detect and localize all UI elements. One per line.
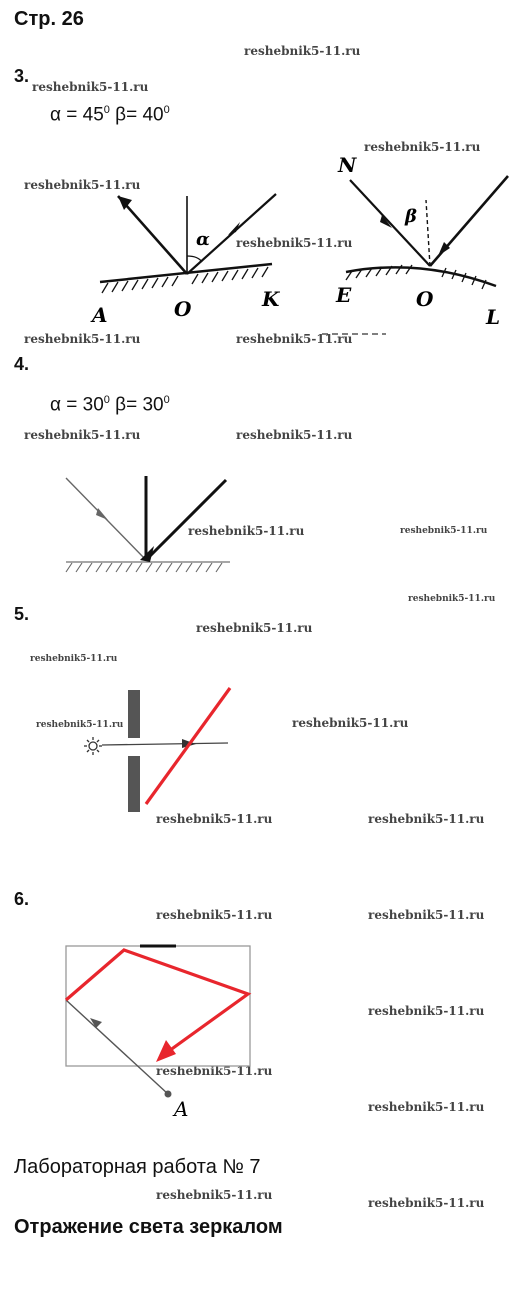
watermark: reshebnik5-11.ru [24,332,141,346]
task-3-number: 3. [14,66,30,86]
curved-mirror-surface [345,266,497,288]
task-4-formula: α = 300 β= 300 [50,394,170,416]
watermark: reshebnik5-11.ru [236,236,353,250]
reflected-ray [117,195,188,275]
screen-lower-part [128,756,140,812]
task-4-number: 4. [14,354,30,374]
reflected-arrow [118,196,132,210]
angle-alpha-label: α [196,229,210,250]
watermark: reshebnik5-11.ru [156,812,273,826]
mirror-red-line [144,687,232,805]
task-6-number: 6. [14,889,30,909]
watermark: reshebnik5-11.ru [368,1196,485,1210]
degree-sup: 0 [103,104,110,116]
curved-mirror-hatching [345,264,487,290]
incident-arrow [380,215,392,228]
watermark: reshebnik5-11.ru [196,621,313,635]
point-o-label: O [416,287,434,311]
reflected-path-arrow [156,1040,176,1062]
reflected-ray [144,478,228,562]
box-outline [65,945,251,1067]
degree-sup: 0 [163,394,170,406]
watermark: reshebnik5-11.ru [364,140,481,154]
page-heading: Стр. 26 [14,8,84,30]
watermark: reshebnik5-11.ru [156,1064,273,1078]
mirror-hatching [65,562,223,573]
point-o-label: O [174,297,192,321]
task-5-number: 5. [14,604,30,624]
watermark: reshebnik5-11.ru [24,428,141,442]
watermark: reshebnik5-11.ru [30,654,118,664]
watermark: reshebnik5-11.ru [408,594,496,604]
watermark: reshebnik5-11.ru [368,908,485,922]
watermark: reshebnik5-11.ru [368,1004,485,1018]
reflected-path-red [64,948,252,1058]
incident-ray [186,193,277,275]
lab-work-title: Лабораторная работа № 7 [14,1156,261,1178]
degree-sup: 0 [103,394,110,406]
point-a-dot [164,1090,172,1098]
watermark: reshebnik5-11.ru [368,1100,485,1114]
incident-arrow [96,508,108,520]
watermark: reshebnik5-11.ru [368,812,485,826]
lab-work-subtitle: Отражение света зеркалом [14,1216,283,1238]
watermark: reshebnik5-11.ru [24,178,141,192]
angle-arc [186,255,203,263]
watermark: reshebnik5-11.ru [32,80,149,94]
point-l-label: L [485,305,500,329]
screen-upper-part [128,690,140,738]
beta-value: β= 30 [109,394,164,416]
reflected-arrow [140,546,154,562]
incident-arrow [228,222,240,235]
reflected-arrow [438,242,450,256]
incident-ray [349,179,431,267]
watermark: reshebnik5-11.ru [156,1188,273,1202]
beta-value: β= 40 [109,104,164,126]
incoming-ray [65,999,169,1095]
point-n-label: N [337,153,357,177]
task-3-formula: α = 450 β= 400 [50,104,170,126]
angle-beta-label: β [404,206,417,227]
mirror-hatching [101,266,269,294]
alpha-value: α = 30 [50,394,104,416]
alpha-value: α = 45 [50,104,104,126]
degree-sup: 0 [163,104,170,116]
point-a-label: A [90,303,108,327]
light-source-icon [84,737,102,755]
point-k-label: K [261,287,281,311]
watermark: reshebnik5-11.ru [292,716,409,730]
light-ray [101,742,229,746]
watermark: reshebnik5-11.ru [236,428,353,442]
watermark: reshebnik5-11.ru [156,908,273,922]
incoming-ray-arrow [90,1018,102,1028]
point-a-label: A [172,1097,188,1121]
watermark: reshebnik5-11.ru [236,332,353,346]
watermark: reshebnik5-11.ru [244,44,361,58]
point-e-label: E [335,283,352,307]
watermark: reshebnik5-11.ru [400,526,488,536]
watermark: reshebnik5-11.ru [36,720,124,730]
watermark: reshebnik5-11.ru [188,524,305,538]
